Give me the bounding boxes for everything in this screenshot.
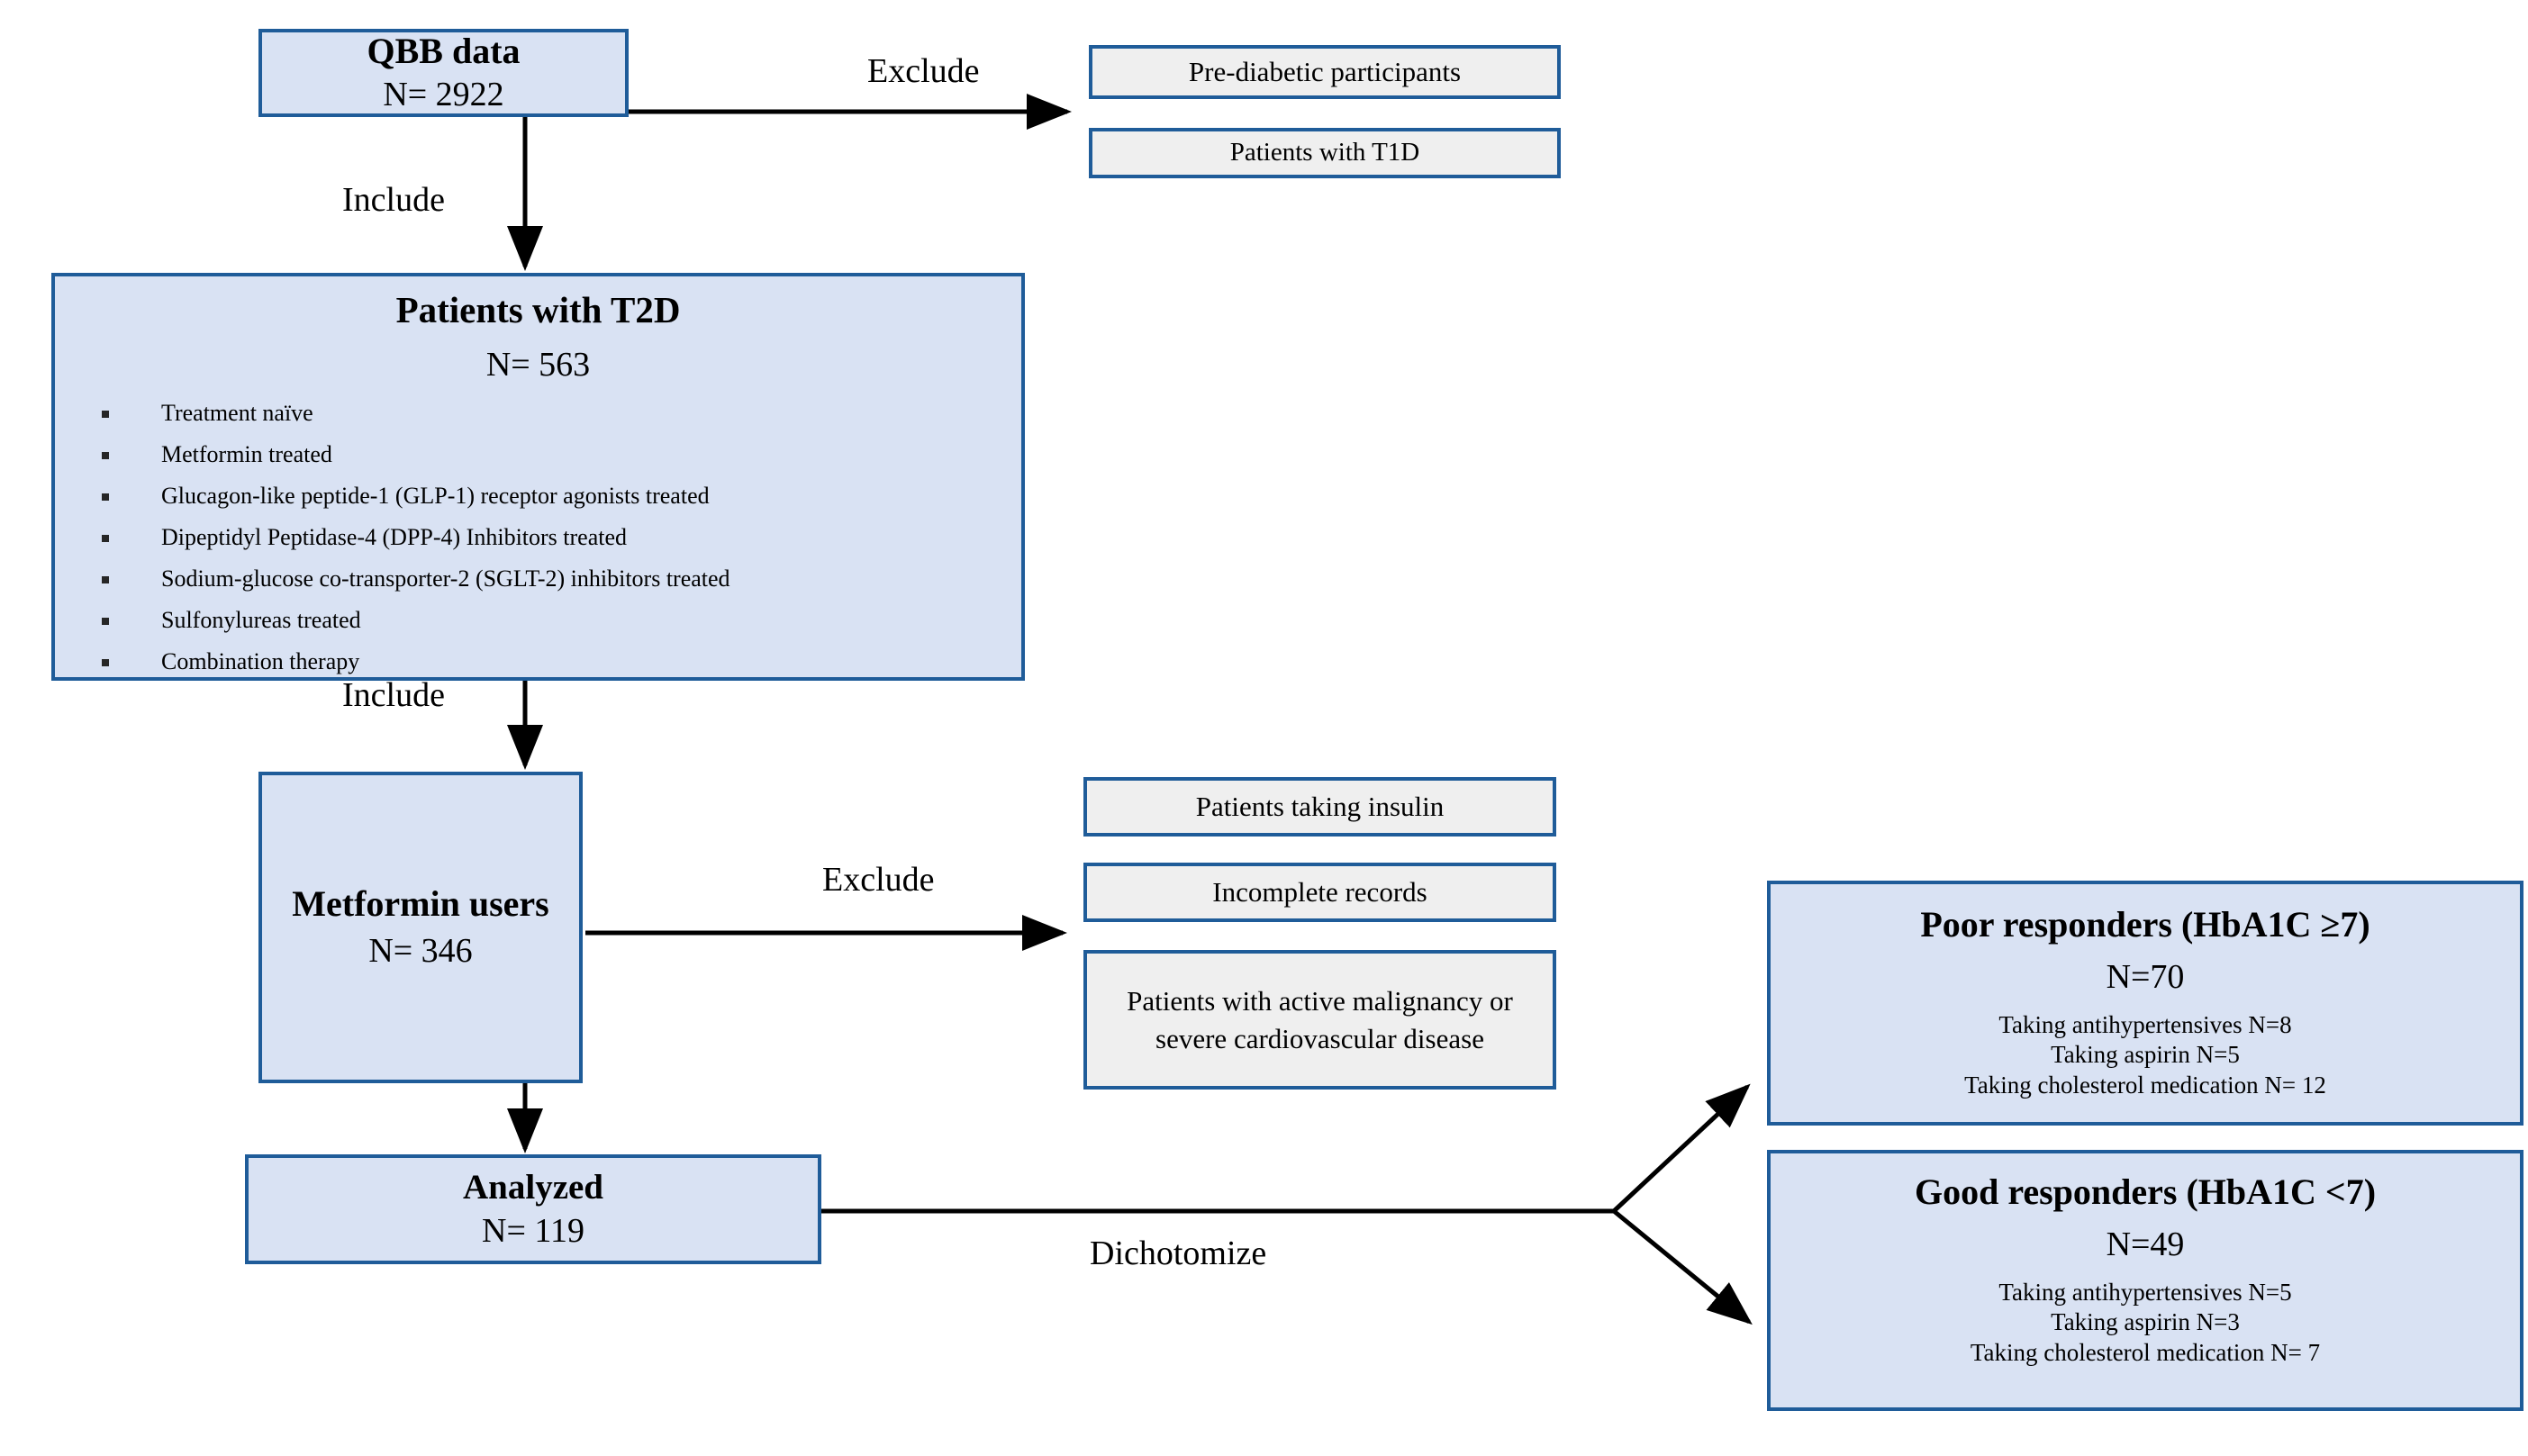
node-t2d-count: N= 563 (485, 346, 591, 384)
node-t2d-title: Patients with T2D (395, 289, 681, 330)
node-qbb-data[interactable]: QBB data N= 2922 (258, 29, 629, 117)
node-poor-responders-title: Poor responders (HbA1C ≥7) (1920, 904, 2370, 945)
list-item: Combination therapy (98, 649, 1021, 674)
list-item: Glucagon-like peptide-1 (GLP-1) receptor… (98, 484, 1021, 508)
exclusion-label: Patients with T1D (1229, 138, 1420, 167)
edge-dichotomize-to-poor (1612, 1083, 1751, 1213)
node-poor-responders-subline: Taking antihypertensives N=8 (1998, 1010, 2292, 1038)
edge-label-exclude-middle: Exclude (822, 861, 935, 899)
node-patients-with-t2d[interactable]: Patients with T2D N= 563 Treatment naïve… (51, 273, 1025, 681)
node-analyzed-title: Analyzed (463, 1167, 603, 1207)
node-metformin-count: N= 346 (368, 932, 473, 971)
exclusion-label: Patients with active malignancy or sever… (1127, 984, 1513, 1054)
edge-dichotomize-to-good (1612, 1209, 1753, 1325)
exclusion-label: Incomplete records (1212, 875, 1427, 908)
node-analyzed-count: N= 119 (482, 1211, 584, 1250)
node-metformin-title: Metformin users (292, 883, 549, 925)
node-good-responders[interactable]: Good responders (HbA1C <7) N=49 Taking a… (1767, 1150, 2523, 1411)
node-good-responders-subline: Taking cholesterol medication N= 7 (1970, 1339, 2321, 1367)
exclusion-incomplete-records[interactable]: Incomplete records (1083, 863, 1556, 922)
node-poor-responders[interactable]: Poor responders (HbA1C ≥7) N=70 Taking a… (1767, 881, 2523, 1126)
node-poor-responders-subline: Taking cholesterol medication N= 12 (1964, 1072, 2326, 1099)
list-item: Metformin treated (98, 442, 1021, 466)
edge-label-include-first: Include (342, 181, 445, 219)
node-metformin-users[interactable]: Metformin users N= 346 (258, 772, 583, 1083)
t2d-treatment-list: Treatment naïve Metformin treated Glucag… (55, 401, 1021, 692)
list-item: Sodium-glucose co-transporter-2 (SGLT-2)… (98, 566, 1021, 591)
node-poor-responders-subline: Taking aspirin N=5 (2051, 1041, 2240, 1069)
list-item: Sulfonylureas treated (98, 608, 1021, 632)
edge-label-include-second: Include (342, 676, 445, 714)
exclusion-patients-taking-insulin[interactable]: Patients taking insulin (1083, 777, 1556, 837)
node-good-responders-subline: Taking aspirin N=3 (2051, 1308, 2240, 1336)
edge-label-dichotomize: Dichotomize (1090, 1234, 1267, 1272)
list-item: Treatment naïve (98, 401, 1021, 425)
exclusion-pre-diabetic-participants[interactable]: Pre-diabetic participants (1089, 45, 1561, 99)
node-qbb-title: QBB data (367, 31, 521, 72)
exclusion-patients-with-t1d[interactable]: Patients with T1D (1089, 128, 1561, 178)
exclusion-active-malignancy-or-cvd[interactable]: Patients with active malignancy or sever… (1083, 950, 1556, 1090)
node-good-responders-title: Good responders (HbA1C <7) (1914, 1171, 2377, 1212)
exclusion-label: Patients taking insulin (1195, 790, 1445, 822)
list-item: Dipeptidyl Peptidase-4 (DPP-4) Inhibitor… (98, 525, 1021, 549)
exclusion-label: Pre-diabetic participants (1188, 55, 1462, 87)
node-good-responders-count: N=49 (2106, 1225, 2185, 1263)
node-qbb-count: N= 2922 (383, 76, 504, 114)
node-good-responders-subline: Taking antihypertensives N=5 (1998, 1278, 2292, 1306)
node-poor-responders-count: N=70 (2106, 958, 2185, 996)
node-analyzed[interactable]: Analyzed N= 119 (245, 1154, 821, 1264)
edge-label-exclude-top: Exclude (867, 52, 980, 90)
